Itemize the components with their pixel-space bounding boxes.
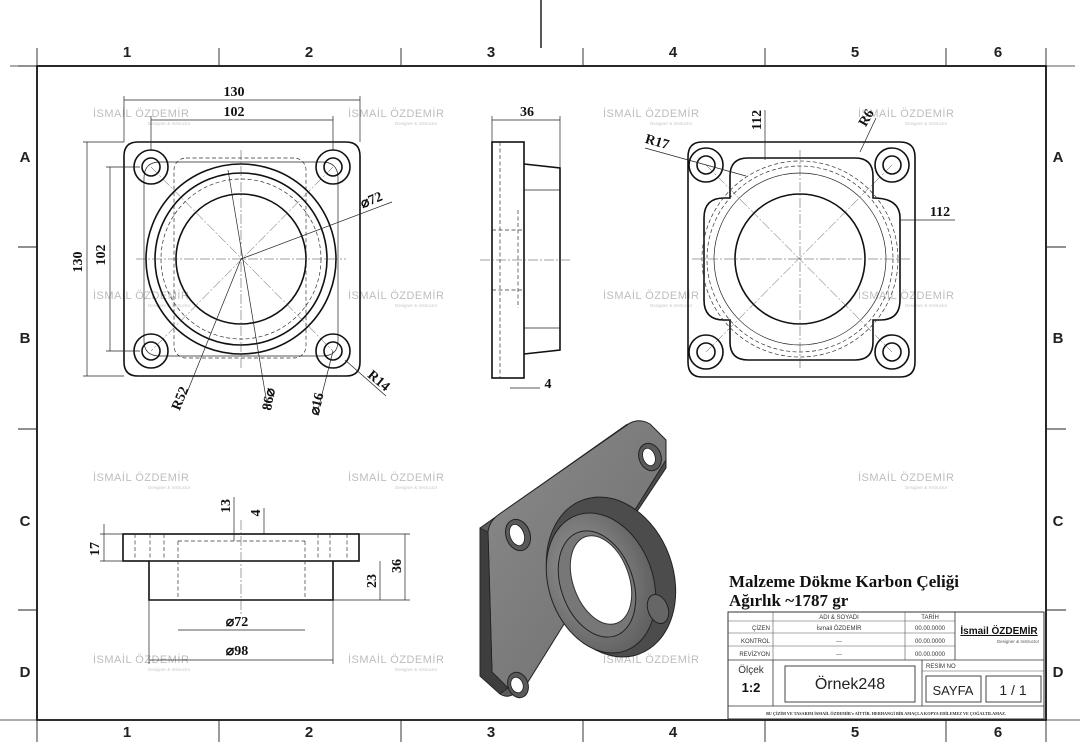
title-sheet-label: SAYFA [933, 683, 974, 698]
title-row-label: KONTROL [741, 639, 771, 645]
zone-col-6-bottom: 6 [994, 724, 1002, 741]
svg-text:Designer & Instructor: Designer & Instructor [395, 667, 438, 672]
dim-side-36: 36 [520, 105, 534, 120]
dim-130-height: 130 [71, 252, 86, 273]
svg-text:Designer & Instructor: Designer & Instructor [395, 121, 438, 126]
title-footer: BU ÇİZİM VE TASARIM İSMAİL ÖZDEMİR'e AİT… [766, 711, 1006, 716]
zone-col-3-bottom: 3 [487, 724, 495, 741]
zone-row-c-right: C [1053, 513, 1064, 530]
title-sheet-value: 1 / 1 [999, 682, 1026, 698]
dim-front-17: 17 [88, 542, 103, 556]
title-row-name: --- [836, 652, 842, 658]
watermark-3: İSMAİL ÖZDEMİR [603, 107, 699, 120]
rear-view: 112 112 R6 R17 [643, 107, 955, 378]
title-row-name: İsmail ÖZDEMİR [817, 625, 863, 632]
title-scale-label: Ölçek [738, 664, 765, 676]
zone-row-a-left: A [20, 149, 31, 166]
title-row-label: ÇİZEN [752, 625, 770, 632]
title-row-name: --- [836, 639, 842, 645]
watermark-2: İSMAİL ÖZDEMİR [348, 107, 444, 120]
dim-front-23: 23 [365, 574, 380, 588]
top-view: 130 102 130 102 ⌀72 R52 86⌀ ⌀16 R14 [71, 85, 392, 417]
watermark-7: İSMAİL ÖZDEMİR [603, 289, 699, 302]
svg-text:Designer & Instructor: Designer & Instructor [395, 303, 438, 308]
svg-text:Designer & Instructor: Designer & Instructor [148, 485, 191, 490]
zone-ticks [18, 48, 1066, 742]
title-header-date: TARİH [921, 614, 939, 621]
zone-col-4-top: 4 [669, 44, 678, 61]
svg-text:Designer & Instructor: Designer & Instructor [650, 303, 693, 308]
isometric-view [479, 420, 677, 699]
material-note: Malzeme Dökme Karbon Çeliği [729, 572, 959, 591]
dim-bore-72: ⌀72 [358, 190, 384, 212]
title-row-date: 00.00.0000 [915, 652, 946, 658]
svg-text:Designer & Instructor: Designer & Instructor [905, 303, 948, 308]
dim-front-36: 36 [390, 559, 405, 573]
dim-130-width: 130 [224, 85, 245, 100]
title-row-date: 00.00.0000 [915, 626, 946, 632]
zone-col-4-bottom: 4 [669, 724, 678, 741]
zone-row-d-right: D [1053, 664, 1064, 681]
watermark-1: İSMAİL ÖZDEMİR [93, 107, 189, 120]
watermark-9: İSMAİL ÖZDEMİR [93, 471, 189, 484]
dim-102-width: 102 [224, 105, 245, 120]
watermark-8: İSMAİL ÖZDEMİR [858, 289, 954, 302]
zone-col-2-bottom: 2 [305, 724, 313, 741]
front-view: 13 4 17 23 36 ⌀72 ⌀98 [88, 497, 410, 664]
dim-rear-r6: R6 [856, 107, 878, 129]
zone-row-b-left: B [20, 330, 31, 347]
dim-hole-16: ⌀16 [308, 391, 328, 416]
zone-row-b-right: B [1053, 330, 1064, 347]
side-view: 36 4 [480, 105, 572, 392]
zone-col-1-bottom: 1 [123, 724, 131, 741]
zone-row-c-left: C [20, 513, 31, 530]
title-brand-sub: Designer & Instructor [997, 639, 1040, 644]
svg-text:Designer & Instructor: Designer & Instructor [905, 485, 948, 490]
dim-front-13: 13 [219, 499, 234, 513]
zone-col-6-top: 6 [994, 44, 1002, 61]
zone-row-a-right: A [1053, 149, 1064, 166]
weight-note: Ağırlık ~1787 gr [729, 591, 849, 610]
dim-r14: R14 [364, 368, 392, 395]
title-drawing-no: Örnek248 [815, 675, 885, 693]
svg-text:Designer & Instructor: Designer & Instructor [395, 485, 438, 490]
dim-rear-112-vertical: 112 [750, 110, 765, 130]
watermark-13: İSMAİL ÖZDEMİR [348, 653, 444, 666]
watermark-5: İSMAİL ÖZDEMİR [93, 289, 189, 302]
zone-col-1-top: 1 [123, 44, 131, 61]
zone-col-2-top: 2 [305, 44, 313, 61]
title-block: ADI & SOYADI TARİH ÇİZEN İsmail ÖZDEMİR … [727, 611, 1045, 720]
svg-text:Designer & Instructor: Designer & Instructor [148, 121, 191, 126]
zone-col-5-top: 5 [851, 44, 859, 61]
zone-col-5-bottom: 5 [851, 724, 859, 741]
dim-front-dia98: ⌀98 [226, 644, 248, 659]
dim-front-4: 4 [249, 510, 264, 517]
zone-row-d-left: D [20, 664, 31, 681]
title-scale-value: 1:2 [742, 680, 761, 695]
dim-side-4: 4 [545, 377, 552, 392]
dim-rear-r17: R17 [643, 132, 670, 153]
title-row-date: 00.00.0000 [915, 639, 946, 645]
watermark-11: İSMAİL ÖZDEMİR [858, 471, 954, 484]
svg-text:Designer & Instructor: Designer & Instructor [148, 667, 191, 672]
dim-front-dia72: ⌀72 [226, 615, 248, 630]
dim-102-height: 102 [94, 245, 109, 266]
svg-text:Designer & Instructor: Designer & Instructor [650, 121, 693, 126]
watermark-10: İSMAİL ÖZDEMİR [348, 471, 444, 484]
zone-col-3-top: 3 [487, 44, 495, 61]
watermark-6: İSMAİL ÖZDEMİR [348, 289, 444, 302]
title-header-name: ADI & SOYADI [819, 615, 859, 621]
title-resim-no-label: RESİM NO [926, 663, 956, 670]
watermark-4: İSMAİL ÖZDEMİR [858, 107, 954, 120]
dim-pcd-86: 86⌀ [260, 386, 279, 411]
watermarks: İSMAİL ÖZDEMİR Designer & Instructor İSM… [93, 107, 954, 672]
svg-text:Designer & Instructor: Designer & Instructor [905, 121, 948, 126]
title-row-label: REVİZYON [739, 651, 770, 658]
watermark-12: İSMAİL ÖZDEMİR [93, 653, 189, 666]
dim-rear-112-horizontal: 112 [930, 205, 950, 220]
title-brand: İsmail ÖZDEMİR [960, 624, 1038, 637]
